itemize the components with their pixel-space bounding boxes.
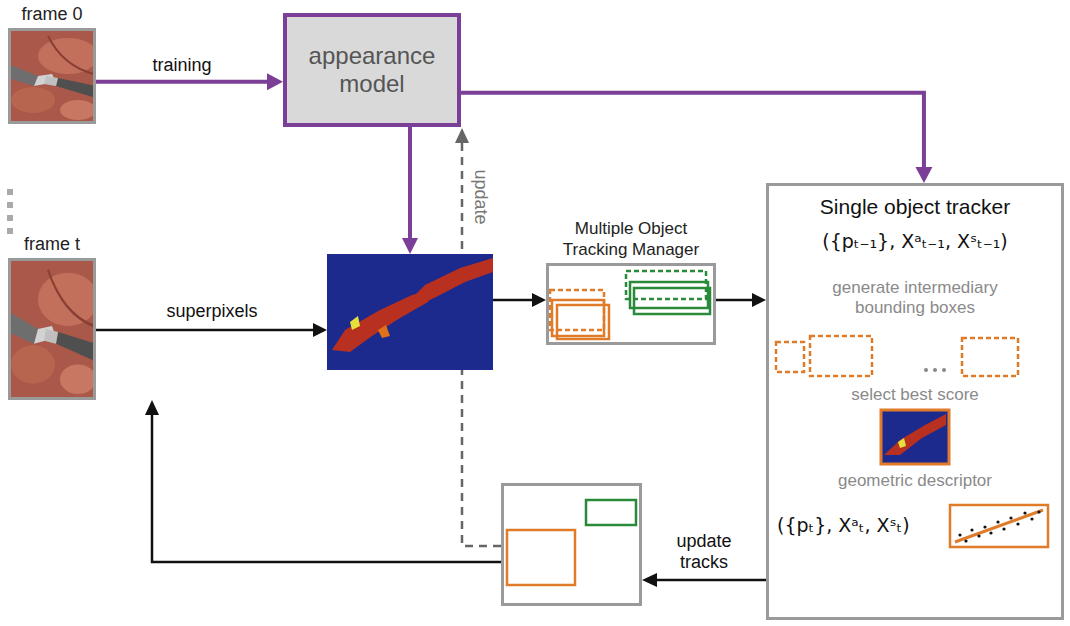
arrow: [455, 128, 469, 143]
model-title: appearance model: [293, 42, 451, 97]
ellipsis-dots: [933, 368, 937, 372]
state-formula: ({pₜ₋₁}, Xᵃₜ₋₁, Xˢₜ₋₁): [769, 230, 1061, 252]
arrow: [96, 127, 766, 587]
frame-label: frame t: [24, 234, 80, 255]
line-fit-plot: [989, 531, 992, 534]
tracker-panel: Single object tracker ({pₜ₋₁}, Xᵃₜ₋₁, Xˢₜ…: [766, 183, 1064, 620]
arrow: [656, 579, 766, 582]
best-box: [884, 414, 946, 455]
step-label: generate intermediary bounding boxes: [800, 278, 1030, 319]
track-output-box: [503, 485, 641, 605]
arrowhead: [267, 73, 283, 90]
arrow-label: update: [472, 169, 490, 224]
sequence-dots: [7, 202, 13, 208]
line-fit-plot: [1037, 510, 1040, 513]
track-boxes: [626, 271, 706, 299]
best-box: [881, 410, 949, 464]
line-fit-plot: [958, 533, 961, 536]
arrow: [145, 400, 159, 415]
line-fit-plot: [958, 510, 1040, 542]
arrow: [313, 323, 327, 337]
arrow-label: superpixels: [166, 301, 257, 322]
video-frame: frame t: [8, 258, 96, 400]
line-fit-plot: [1002, 527, 1005, 530]
frame-label: frame 0: [21, 4, 82, 25]
line-fit-plot: [950, 505, 1048, 547]
box-heading: Multiple Object Tracking Manager: [556, 219, 706, 260]
step-label: select best score: [769, 385, 1061, 405]
connector-line: [96, 80, 268, 84]
panel-title: Single object tracker: [769, 195, 1061, 219]
best-box: [881, 410, 949, 464]
sequence-dots: [7, 189, 13, 195]
video-frame-image: [8, 258, 98, 400]
sequence-dots: [7, 189, 13, 234]
ellipsis-dots: [924, 368, 928, 372]
arrow: [532, 293, 546, 307]
track-boxes: [557, 305, 609, 339]
line-fit-plot: [1023, 511, 1026, 514]
connector-line: [461, 93, 924, 168]
ellipsis-dots: [924, 368, 946, 372]
line-fit-plot: [1009, 516, 1012, 519]
video-frame: frame 0: [8, 28, 96, 124]
model-box: appearance model: [283, 13, 461, 127]
arrow: [96, 329, 314, 332]
track-boxes: [634, 288, 710, 314]
arrow: [402, 238, 418, 254]
track-boxes: [550, 290, 604, 330]
line-fit-plot: [964, 539, 967, 542]
candidate-boxes: [776, 336, 1018, 376]
track-output-box: [507, 530, 575, 585]
superpixel-map: [410, 258, 493, 305]
candidate-boxes: [810, 336, 872, 376]
sequence-dots: [7, 215, 13, 221]
arrow: [642, 573, 657, 587]
connector: [96, 73, 283, 90]
arrow: [408, 127, 412, 240]
line-fit-plot: [1016, 522, 1019, 525]
line-fit-plot: [983, 525, 986, 528]
superpixel-map: [327, 254, 493, 370]
arrow: [493, 299, 534, 302]
best-box: [898, 438, 906, 448]
best-box: [881, 410, 949, 464]
ellipsis-dots: [942, 368, 946, 372]
line-fit-plot: [977, 534, 980, 537]
candidate-boxes: [962, 338, 1018, 376]
step-label: geometric descriptor: [769, 471, 1061, 491]
track-boxes: [630, 282, 708, 308]
connector-line: [716, 299, 753, 302]
candidate-boxes: [776, 342, 804, 372]
line-fit-plot: [950, 505, 1048, 547]
superpixel-map: [327, 254, 493, 370]
line-fit-plot: [996, 520, 999, 523]
line-fit-plot: [1030, 517, 1033, 520]
video-frame-image: [8, 28, 98, 400]
arrowhead: [752, 293, 766, 307]
arrow: [152, 414, 501, 562]
track-boxes: [550, 271, 710, 339]
sequence-dots: [7, 228, 13, 234]
connector: [461, 93, 932, 183]
superpixel-map: [350, 316, 360, 330]
arrow-label: update tracks: [659, 531, 749, 572]
line-fit-plot: [970, 528, 973, 531]
superpixel-map: [378, 325, 390, 338]
state-formula: ({pₜ}, Xᵃₜ, Xˢₜ): [777, 514, 910, 536]
manager-box: Multiple Object Tracking Manager: [546, 263, 716, 345]
track-output-box: [503, 485, 641, 605]
connector: [716, 293, 766, 307]
line-fit-plot: [955, 510, 1043, 542]
track-output-box: [586, 500, 636, 525]
arrowhead: [915, 167, 932, 183]
edge-label: training: [150, 55, 213, 76]
video-frame-image: [8, 28, 98, 124]
